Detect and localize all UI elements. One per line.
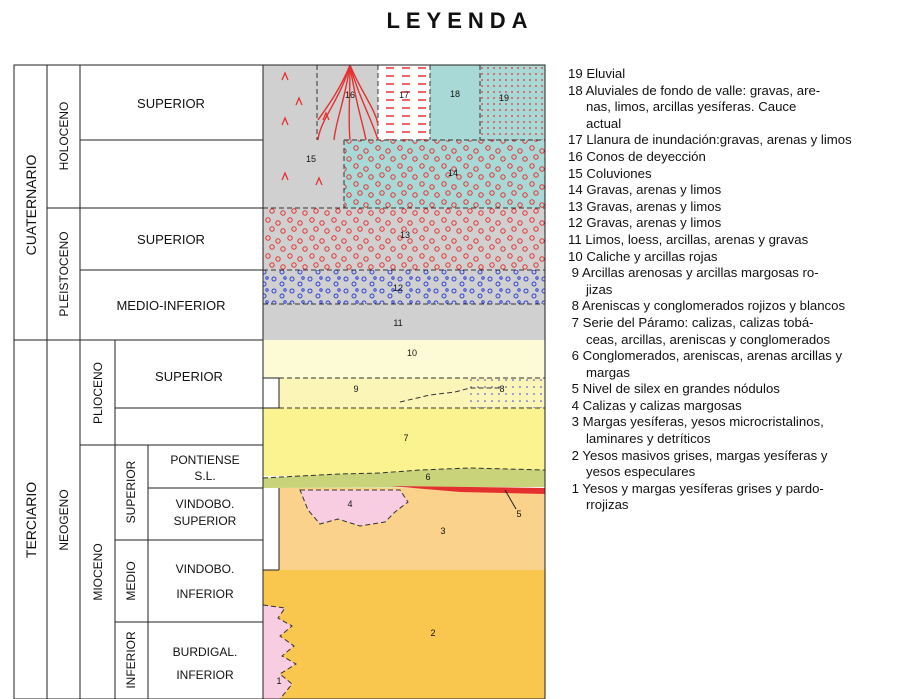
unit-label-2: 2 [430, 628, 435, 638]
label-plio-superior: SUPERIOR [155, 369, 223, 384]
label-burdigal-1: BURDIGAL. [173, 645, 238, 659]
label-vindobo-inf-1: VINDOBO. [176, 562, 235, 576]
label-holoceno: HOLOCENO [57, 102, 71, 171]
unit-6-fill [263, 468, 545, 488]
column-grid [13, 64, 546, 699]
unit-5-leader [504, 489, 517, 510]
legend-item: 16 Conos de deyección [568, 148, 706, 164]
unit-label-1: 1 [276, 676, 281, 686]
unit-16-fan [317, 64, 379, 141]
label-mio-inferior: INFERIOR [124, 631, 138, 689]
vindobo-notch [263, 488, 279, 570]
unit-15-marks [281, 71, 330, 186]
legend-item: 6 Conglomerados, areniscas, arenas arcil… [571, 348, 843, 380]
label-mio-superior: SUPERIOR [124, 460, 138, 523]
unit-label-9: 9 [353, 384, 358, 394]
label-cuaternario: CUATERNARIO [23, 154, 39, 255]
unit-2-fill [263, 570, 545, 699]
plioceno-notch [263, 378, 279, 408]
label-pleist-superior: SUPERIOR [137, 232, 205, 247]
label-pontiense-1: PONTIENSE [170, 453, 239, 467]
unit-8-pattern [470, 378, 545, 408]
label-vindobo-sup-2: SUPERIOR [174, 514, 237, 528]
label-pleist-medio-inferior: MEDIO-INFERIOR [116, 298, 225, 313]
legend-item: 9 Arcillas arenosas y arcillas margosas … [571, 265, 819, 297]
label-burdigal-2: INFERIOR [176, 668, 234, 682]
unit-7-fill [263, 408, 545, 476]
unit-1-fill [263, 605, 296, 699]
unit-label-8: 8 [499, 384, 504, 394]
label-vindobo-sup-1: VINDOBO. [176, 497, 235, 511]
unit-10-fill [263, 340, 545, 378]
label-pontiense-2: S.L. [194, 469, 215, 483]
unit-4-fill [300, 490, 408, 526]
legend-item: 17 Llanura de inundación:gravas, arenas … [568, 132, 852, 148]
label-mio-medio: MEDIO [124, 561, 138, 600]
unit-label-16: 16 [345, 90, 355, 100]
legend-item: 19 Eluvial [568, 66, 626, 81]
legend-item: 10 Caliche y arcillas rojas [568, 248, 718, 264]
unit-label-5: 5 [516, 509, 521, 519]
unit-label-10: 10 [407, 348, 417, 358]
legend-item: 1 Yesos y margas yesíferas grises y pard… [571, 480, 824, 513]
legend-item: 7 Serie del Páramo: calizas, calizas tob… [571, 314, 831, 347]
unit-14-pattern [344, 140, 545, 208]
unit-12-pattern [263, 270, 545, 304]
unit-label-15: 15 [306, 154, 316, 164]
unit-label-6: 6 [425, 472, 430, 482]
unit-label-19: 19 [499, 93, 509, 103]
legend-item: 3 Margas yesíferas, yesos microcristalin… [571, 414, 824, 447]
unit-13-pattern [263, 208, 545, 270]
legend-item: 5 Nivel de silex en grandes nódulos [568, 381, 780, 397]
legend-title: LEYENDA [386, 8, 534, 33]
label-holo-superior: SUPERIOR [137, 96, 205, 111]
unit-label-7: 7 [403, 433, 408, 443]
label-neogeno: NEOGENO [57, 489, 71, 550]
label-plioceno: PLIOCENO [91, 362, 105, 424]
unit-label-18: 18 [450, 89, 460, 99]
unit-18-fill [430, 65, 480, 140]
label-pleistoceno: PLEISTOCENO [57, 231, 71, 316]
label-vindobo-inf-2: INFERIOR [176, 587, 234, 601]
unit-17-pattern [378, 65, 430, 140]
legend-item: 11 Limos, loess, arcillas, arenas y grav… [568, 231, 809, 247]
legend-item: 8 Areniscas y conglomerados rojizos y bl… [568, 298, 846, 314]
label-terciario: TERCIARIO [23, 482, 39, 558]
stratigraphic-column: CUATERNARIO TERCIARIO HOLOCENO PLEISTOCE… [13, 64, 546, 699]
legend-item: 13 Gravas, arenas y limos [568, 198, 722, 214]
label-mioceno: MIOCENO [91, 543, 105, 600]
legend-item: 4 Calizas y calizas margosas [568, 397, 742, 413]
unit-label-11: 11 [393, 318, 402, 328]
unit-label-17: 17 [399, 90, 409, 100]
legend-item: 14 Gravas, arenas y limos [568, 182, 722, 198]
unit-label-3: 3 [440, 526, 445, 536]
legend-item: 18 Aluviales de fondo de valle: gravas, … [568, 82, 821, 131]
dashed-boundaries [262, 65, 546, 699]
unit-label-4: 4 [347, 499, 352, 509]
unit-label-14: 14 [448, 168, 458, 178]
legend-item: 2 Yesos masivos grises, margas yesíferas… [571, 447, 828, 480]
legend-item: 15 Coluviones [568, 165, 652, 181]
unit-label-12: 12 [393, 283, 403, 293]
unit-19-pattern [480, 65, 545, 140]
legend-item: 12 Gravas, arenas y limos [568, 215, 722, 231]
unit-label-13: 13 [400, 230, 410, 240]
